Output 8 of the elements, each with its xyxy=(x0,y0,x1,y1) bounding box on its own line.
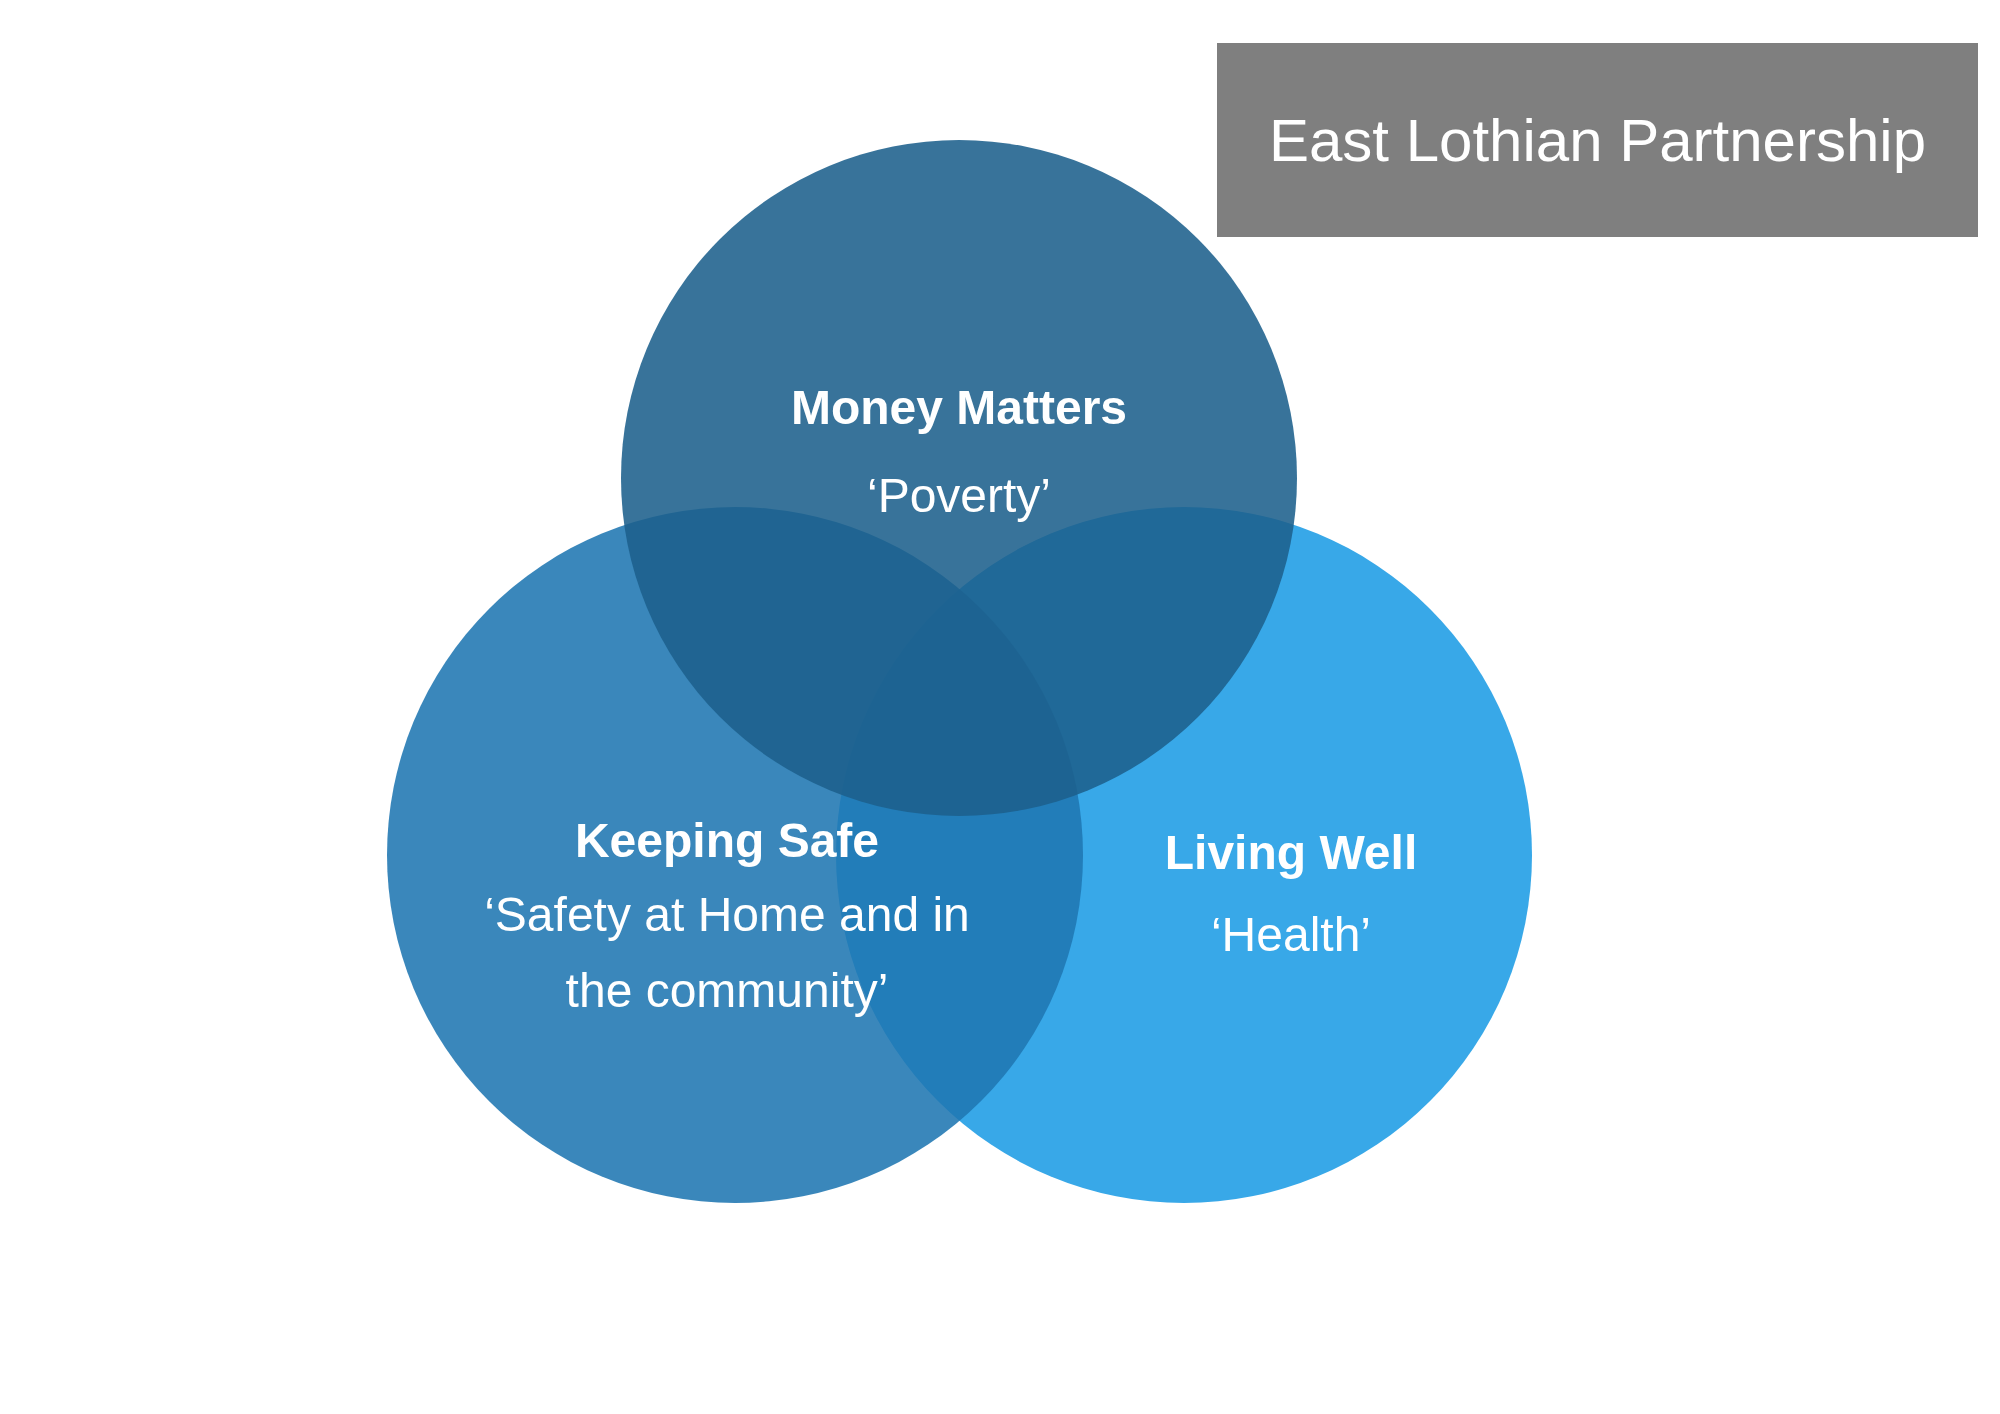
circle-heading: Money Matters xyxy=(789,380,1129,435)
circle-subtitle: ‘Safety at Home and in the community’ xyxy=(483,887,971,1019)
circle-subtitle: ‘Poverty’ xyxy=(865,468,1053,524)
circle-subtitle: ‘Health’ xyxy=(1209,907,1373,963)
circle-heading: Living Well xyxy=(1163,825,1419,880)
title-banner xyxy=(1217,43,1978,237)
circle-heading: Keeping Safe xyxy=(573,813,881,868)
banner-title: East Lothian Partnership xyxy=(1268,105,1927,175)
